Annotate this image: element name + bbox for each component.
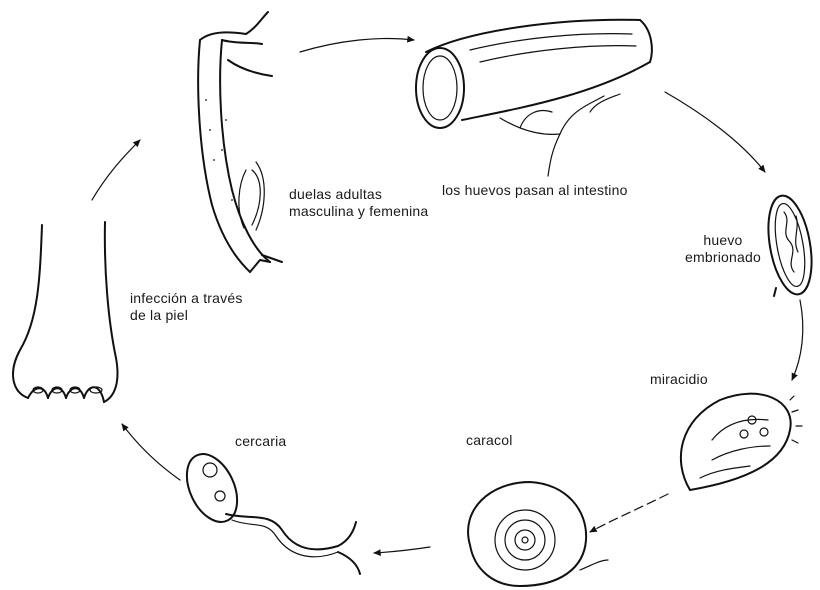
miracidium-icon <box>681 394 802 490</box>
label-skin-infection: infección a través de la piel <box>130 290 243 324</box>
cercaria-icon <box>177 446 360 574</box>
arrow-snail-to-cercaria <box>374 547 430 553</box>
arrow-flukes-to-intestine <box>300 39 414 53</box>
label-embryonated-egg: huevo embrionado <box>685 232 761 266</box>
intestine-icon <box>416 20 652 176</box>
arrow-miracidium-to-snail <box>590 494 668 532</box>
label-miracidium: miracidio <box>650 371 708 388</box>
arrow-cercaria-to-foot <box>122 424 180 480</box>
foot-icon <box>13 222 117 402</box>
embryonated-egg-icon <box>762 192 819 297</box>
label-snail: caracol <box>466 432 513 449</box>
arrow-egg-to-miracidium <box>792 300 803 380</box>
adult-flukes-icon <box>198 12 282 272</box>
arrow-intestine-to-egg <box>665 92 765 172</box>
snail-icon <box>468 482 608 586</box>
label-eggs-to-intestine: los huevos pasan al intestino <box>442 182 628 199</box>
label-cercaria: cercaria <box>235 433 286 450</box>
label-adult-flukes: duelas adultas masculina y femenina <box>289 186 428 220</box>
arrow-foot-to-flukes <box>92 140 140 200</box>
